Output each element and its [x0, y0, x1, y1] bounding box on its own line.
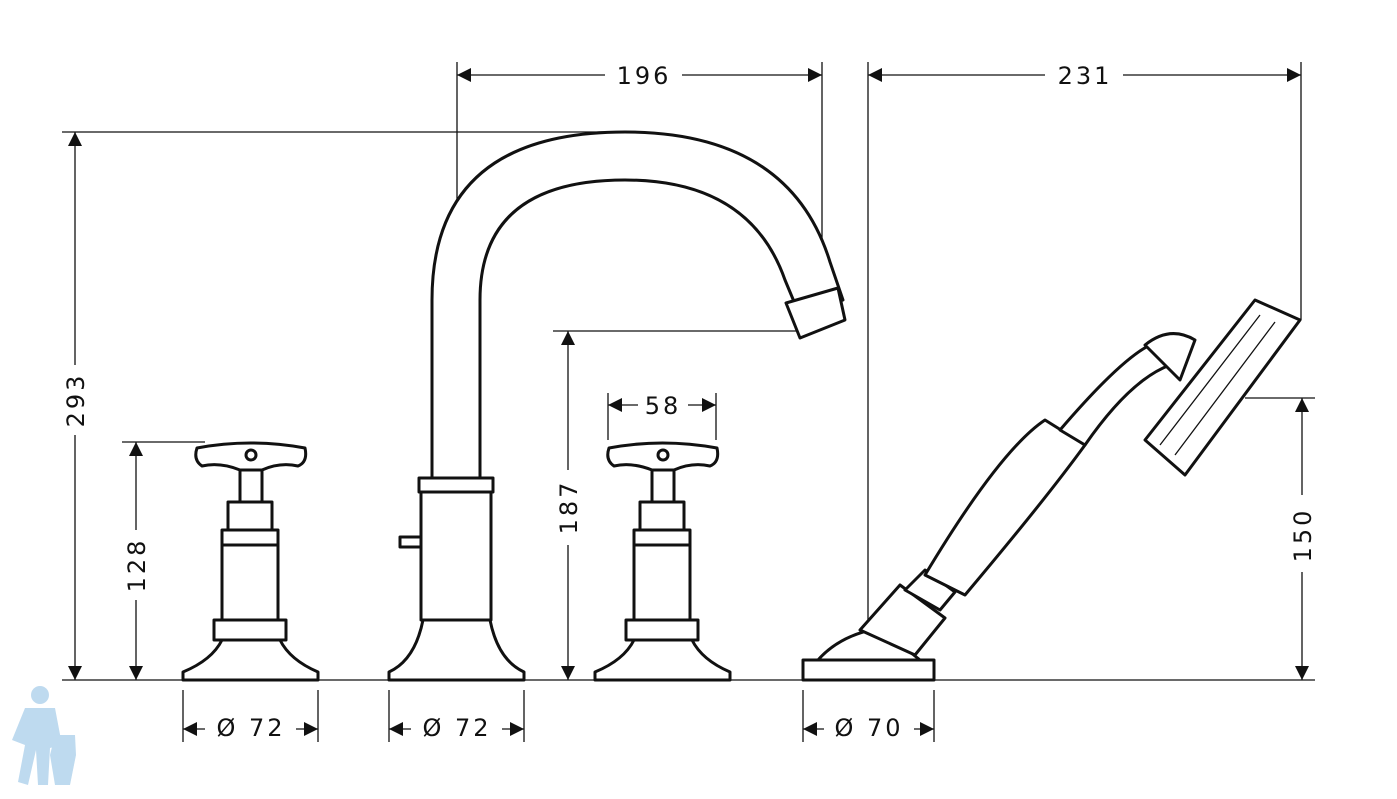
spout-base-diameter-label: Ø 72	[412, 713, 502, 743]
right-cross-handle-valve	[593, 441, 732, 682]
shower-reach-label: 231	[1058, 62, 1113, 90]
spout	[387, 130, 847, 682]
dimension-valve-diameter	[182, 690, 319, 742]
valve-height-label: 128	[123, 538, 151, 593]
dimension-valve-height: 128	[122, 441, 205, 680]
hand-shower	[801, 298, 1302, 682]
dimension-handle-width: 58	[607, 392, 717, 440]
dimension-shower-diameter	[802, 690, 935, 742]
spout-height-label: 187	[555, 480, 583, 535]
dimension-spout-diameter	[388, 690, 525, 742]
valve-base-diameter-label: Ø 72	[206, 713, 296, 743]
handle-width-label: 58	[645, 392, 682, 420]
dimension-spout-height: 187	[553, 330, 800, 680]
dimension-spout-reach: 196	[456, 62, 823, 250]
dimension-shower-reach: 231	[867, 62, 1302, 650]
plumber-mascot-icon	[12, 686, 76, 785]
spout-reach-label: 196	[617, 62, 672, 90]
shower-base-diameter-label: Ø 70	[824, 713, 914, 743]
left-cross-handle-valve	[181, 441, 320, 682]
dimension-shower-height: 150	[1245, 397, 1317, 680]
total-height-label: 293	[62, 373, 90, 428]
shower-height-label: 150	[1289, 508, 1317, 563]
dimension-total-height: 293	[62, 131, 610, 680]
